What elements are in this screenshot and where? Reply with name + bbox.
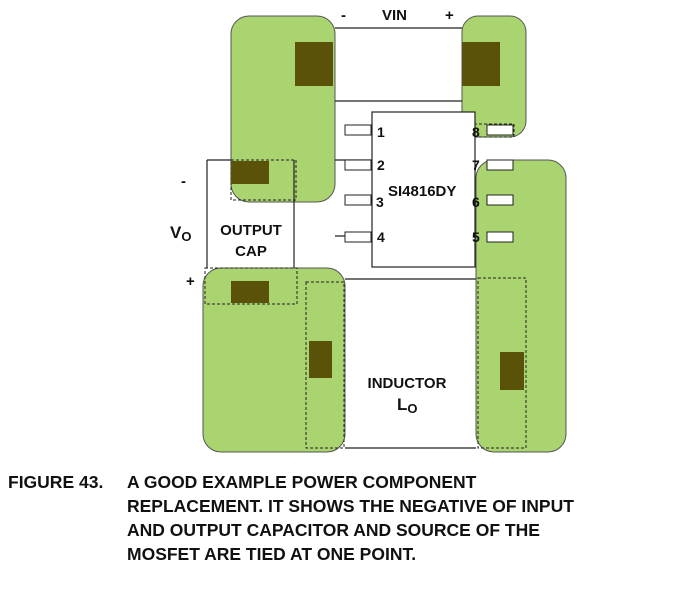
inductor-label-main: L [397,395,407,414]
pin-number-3: 3 [376,194,384,210]
output-cap-top-terminal [231,161,269,184]
pin-number-7: 7 [472,157,480,173]
mosfet-ic-body [371,111,476,268]
caption-line-2: REPLACEMENT. IT SHOWS THE NEGATIVE OF IN… [127,496,574,516]
ic-part-name: SI4816DY [388,183,456,200]
pin-number-8: 8 [472,124,480,140]
vin-capacitor-right-terminal [462,42,500,86]
pin-number-6: 6 [472,194,480,210]
vo-label-main: V [170,223,182,242]
figure-number: FIGURE 43. [8,472,104,492]
vin-capacitor-left-terminal [295,42,333,86]
pin-number-4: 4 [377,229,385,245]
output-cap-label-line2: CAP [235,243,267,260]
ic-pin-leads [344,124,514,243]
pin-number-2: 2 [377,157,385,173]
caption-line-3: AND OUTPUT CAPACITOR AND SOURCE OF THE [127,520,540,540]
vo-label-sub: O [181,229,191,244]
inductor-label-line1: INDUCTOR [368,375,447,392]
ic-pin-numbers: 1 2 3 4 5 6 7 8 [376,124,480,245]
vo-plus-sign: + [186,273,195,290]
inductor-left-terminal [309,341,332,378]
caption-line-4: MOSFET ARE TIED AT ONE POINT. [127,544,417,564]
pin-number-5: 5 [472,229,480,245]
output-cap-bottom-terminal [231,281,269,303]
inductor-label-sub: O [407,401,417,416]
inductor-right-terminal [500,352,524,390]
pcb-layout-diagram: 1 2 3 4 5 6 7 8 SI4816DY VIN - + - VO + … [170,7,567,453]
vin-minus-sign: - [341,7,346,24]
output-cap-label-line1: OUTPUT [220,222,282,239]
inductor-label-symbol: LO [397,395,418,416]
vo-minus-sign: - [181,173,186,190]
caption-line-1: A GOOD EXAMPLE POWER COMPONENT [127,472,477,492]
pin-number-1: 1 [377,124,385,140]
copper-pad-bottom-left [202,267,346,453]
footprint-outlines [204,123,527,449]
vin-plus-sign: + [445,7,454,24]
vo-label: VO [170,223,191,244]
vin-label: VIN [382,7,407,24]
